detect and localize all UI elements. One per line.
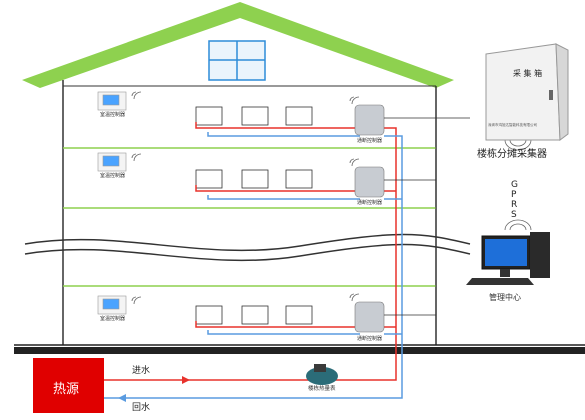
unit-controller-label-3: 通断控制器 [357,336,383,342]
unit-controllers [354,104,385,333]
attic-window [208,40,266,81]
heat-meter [306,364,338,385]
return-water-label: 回水 [132,403,151,413]
wifi-icons [131,91,532,305]
gprs-label: GPRS [511,180,518,220]
room-controller-label-1: 室温控制器 [100,112,126,118]
room-controller-label-2: 室温控制器 [100,173,126,179]
heat-source-label: 热源 [53,382,80,397]
radiators-floor-1 [195,106,313,126]
supply-pipes [104,122,397,381]
return-arrow [118,394,126,402]
collector-label: 楼栋分摊采集器 [477,149,547,160]
heat-meter-label: 楼栋热量表 [308,386,336,392]
floor-lines [14,85,585,354]
collector-box-maker: 深圳市鸿旭达智能科技有限公司 [488,123,537,127]
room-controllers [97,91,127,315]
return-pipes [104,132,403,399]
management-computer [466,232,550,285]
unit-controller-label-1: 通断控制器 [357,138,383,144]
supply-arrow [182,376,190,384]
supply-water-label: 进水 [132,366,151,376]
collector-box [485,43,569,141]
management-label: 管理中心 [489,293,521,302]
radiators-floor-2 [195,169,313,189]
bus-lines [384,117,470,316]
unit-controller-label-2: 通断控制器 [357,200,383,206]
radiators-floor-3 [195,305,313,325]
break-mark [24,233,471,262]
heat-source-box: 热源 [33,358,104,413]
collector-box-title: 采 集 箱 [513,69,543,78]
room-controller-label-3: 室温控制器 [100,316,126,322]
